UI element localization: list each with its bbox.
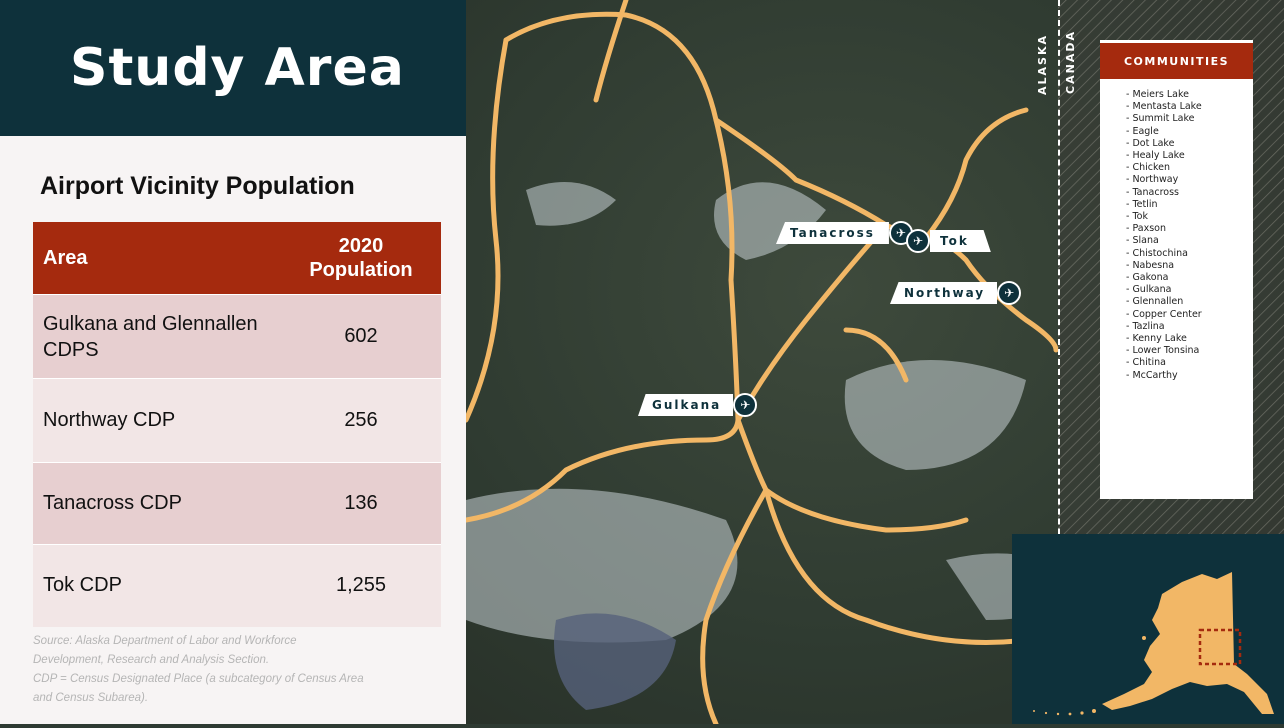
community-item: - Gulkana [1126,284,1172,296]
community-item: - Lower Tonsina [1126,345,1200,357]
community-item: - Gakona [1126,272,1169,284]
community-item: - Chistochina [1126,247,1188,259]
community-item: - Northway [1126,174,1179,186]
community-item: - Dot Lake [1126,137,1175,149]
communities-title: COMMUNITIES [1100,43,1253,79]
community-item: - Tok [1126,211,1148,223]
alaska-land [1102,572,1274,714]
row-population: 1,255 [281,544,441,627]
table-row: Northway CDP 256 [33,378,441,463]
airplane-icon: ✈ [733,393,758,417]
source-note: Source: Alaska Department of Labor and W… [33,632,453,708]
community-item: - Nabesna [1126,259,1175,271]
community-item: - Copper Center [1126,308,1202,320]
header-population-line1: 2020 [338,235,384,257]
left-panel: Study Area Airport Vicinity Population A… [0,0,466,724]
alaska-label: ALASKA [1036,34,1049,95]
community-item: - Glennallen [1126,296,1184,308]
community-item: - Healy Lake [1126,150,1185,162]
table-row: Tok CDP 1,255 [33,544,441,627]
community-item: - Tazlina [1126,320,1165,332]
airport-northway[interactable]: Northway ✈ [890,281,1022,305]
airplane-icon: ✈ [997,281,1022,305]
row-area: Northway CDP [33,378,281,463]
row-area: Tanacross CDP [33,462,281,545]
lake [554,613,676,710]
airplane-icon: ✈ [906,229,930,253]
source-line: Source: Alaska Department of Labor and W… [33,635,297,647]
source-line: and Census Subarea). [33,692,149,704]
row-area: Gulkana and Glennallen CDPS [33,294,281,379]
source-line: Development, Research and Analysis Secti… [33,654,270,666]
border-line [1058,0,1060,724]
table-row: Tanacross CDP 136 [33,462,441,545]
alaska-inset-map [1012,534,1284,724]
table-title: Airport Vicinity Population [40,172,355,200]
source-line: CDP = Census Designated Place (a subcate… [33,673,364,685]
row-area: Tok CDP [33,544,281,627]
row-population: 602 [281,294,441,379]
row-population: 136 [281,462,441,545]
community-item: - Summit Lake [1126,113,1195,125]
community-item: - Meiers Lake [1126,89,1189,100]
communities-list: - Meiers Lake- Mentasta Lake- Summit Lak… [1100,79,1253,382]
alaska-shape [1033,572,1274,716]
header-population-line2: Population [309,259,413,281]
community-item: - Chitina [1126,357,1166,369]
community-item: - McCarthy [1126,369,1178,381]
communities-panel: COMMUNITIES - Meiers Lake- Mentasta Lake… [1100,40,1253,499]
community-item: - Kenny Lake [1126,333,1187,345]
community-item: - Chicken [1126,162,1170,174]
airport-label: Northway [890,282,998,304]
header-population: 2020 Population [281,222,441,295]
airport-tanacross[interactable]: Tanacross ✈ [776,221,913,245]
population-table: Area 2020 Population Gulkana and Glennal… [33,222,441,627]
table-row: Gulkana and Glennallen CDPS 602 [33,294,441,379]
table-header-row: Area 2020 Population [33,222,441,295]
header-area: Area [33,222,281,295]
airport-label: Gulkana [638,394,734,416]
community-item: - Mentasta Lake [1126,101,1202,113]
airport-tok[interactable]: ✈ Tok [906,229,991,253]
canada-label: CANADA [1064,30,1077,94]
community-item: - Eagle [1126,125,1159,137]
aleutian-islands [1033,636,1152,716]
community-item: - Tetlin [1126,198,1158,210]
page-title: Study Area [70,38,405,98]
study-area-box [1198,628,1242,666]
community-item: - Slana [1126,235,1159,247]
community-item: - Paxson [1126,223,1166,235]
airport-label: Tok [930,230,991,252]
row-population: 256 [281,378,441,463]
title-bar: Study Area [0,0,466,136]
community-item: - Tanacross [1126,186,1179,198]
roads [466,0,1059,724]
airport-label: Tanacross [776,222,889,244]
airport-gulkana[interactable]: Gulkana ✈ [638,393,758,417]
